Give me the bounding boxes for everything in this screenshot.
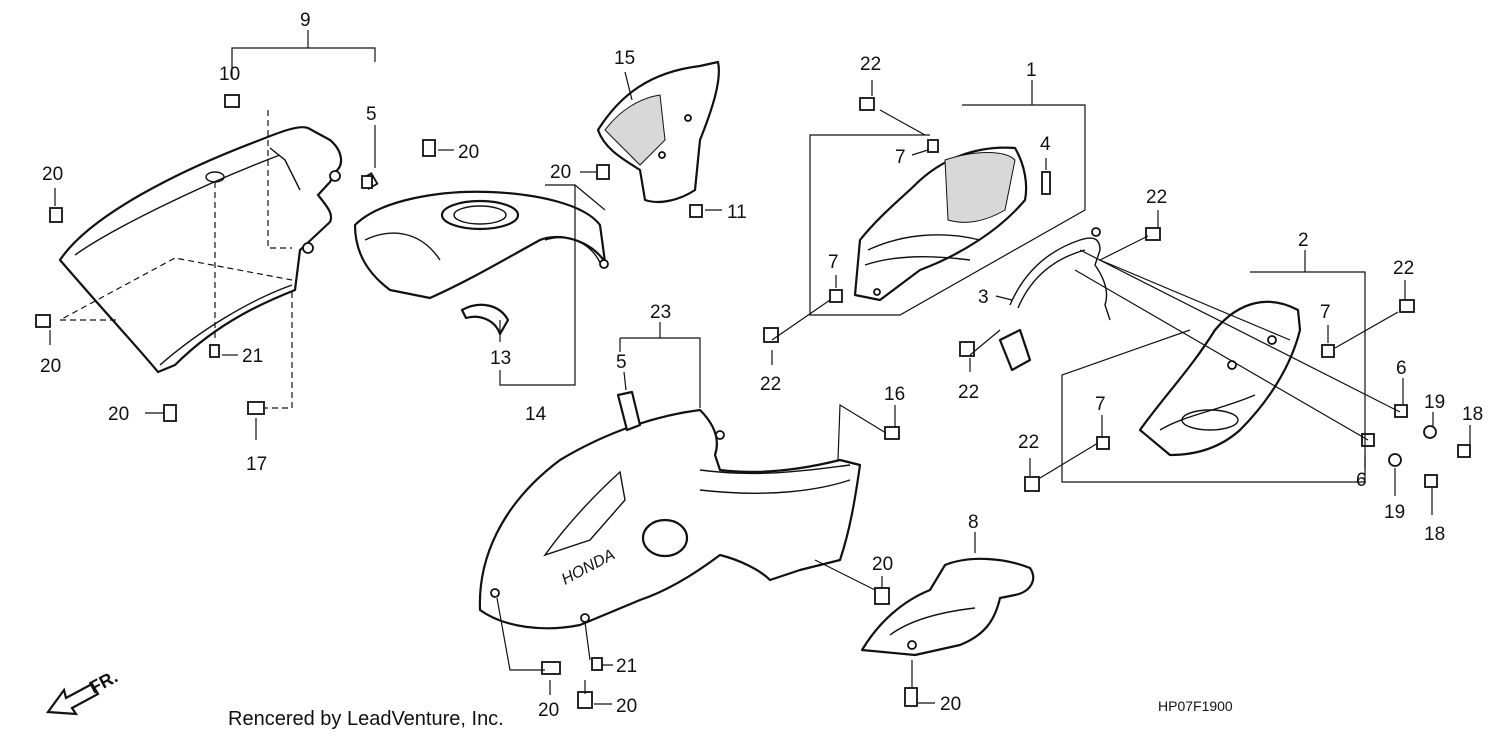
leader-cover-left-a bbox=[267, 110, 292, 249]
leader-22a bbox=[871, 80, 926, 136]
group-bracket-2 bbox=[1061, 250, 1366, 483]
callout-7: 7 bbox=[1095, 394, 1106, 415]
callout-5: 5 bbox=[366, 104, 377, 125]
callout-20: 20 bbox=[940, 694, 961, 715]
callout-19: 19 bbox=[1424, 392, 1445, 413]
callout-7: 7 bbox=[828, 252, 839, 273]
callout-6: 6 bbox=[1356, 470, 1367, 491]
leader-16 bbox=[837, 403, 896, 461]
callout-17: 17 bbox=[246, 454, 267, 475]
leader-side-ray-1 bbox=[1074, 249, 1401, 441]
callout-22: 22 bbox=[760, 374, 781, 395]
callout-15: 15 bbox=[614, 48, 635, 69]
callout-11: 11 bbox=[727, 202, 747, 223]
callout-21: 21 bbox=[242, 346, 263, 367]
leader-20h bbox=[496, 597, 551, 695]
seal-strip[interactable] bbox=[616, 390, 642, 432]
callout-22: 22 bbox=[860, 54, 881, 75]
callout-20: 20 bbox=[108, 404, 129, 425]
callout-7: 7 bbox=[1320, 302, 1331, 323]
render-credit: Rencered by LeadVenture, Inc. bbox=[228, 708, 504, 730]
leader-tank-group bbox=[499, 184, 606, 386]
callout-20: 20 bbox=[458, 142, 479, 163]
callout-23: 23 bbox=[650, 302, 671, 323]
side-cover-left[interactable] bbox=[58, 126, 343, 374]
group-bracket-9 bbox=[231, 30, 376, 78]
callout-7: 7 bbox=[895, 147, 906, 168]
leader-7d bbox=[1039, 415, 1103, 479]
group-bracket-23 bbox=[619, 322, 701, 408]
mounting-bracket[interactable] bbox=[998, 227, 1111, 372]
callout-22: 22 bbox=[958, 382, 979, 403]
diagram-code: HP07F1900 bbox=[1158, 698, 1233, 714]
callout-8: 8 bbox=[968, 512, 979, 533]
callout-13: 13 bbox=[490, 348, 511, 369]
callout-1: 1 bbox=[1026, 60, 1037, 81]
engine-side-cover[interactable] bbox=[1138, 300, 1302, 457]
callout-18: 18 bbox=[1462, 404, 1483, 425]
group-bracket-1 bbox=[809, 80, 1086, 316]
callout-22: 22 bbox=[1018, 432, 1039, 453]
callout-18: 18 bbox=[1424, 524, 1445, 545]
front-arrow-icon: FR. bbox=[45, 666, 121, 716]
callout-9: 9 bbox=[300, 10, 311, 31]
callout-2: 2 bbox=[1298, 230, 1309, 251]
leader-20f bbox=[814, 559, 883, 591]
callout-22: 22 bbox=[1146, 187, 1167, 208]
callout-3: 3 bbox=[978, 287, 989, 308]
leader-22e bbox=[1334, 280, 1406, 349]
callout-4: 4 bbox=[1040, 134, 1051, 155]
leader-20g bbox=[911, 660, 935, 704]
tank-seal[interactable] bbox=[460, 303, 510, 336]
callout-20: 20 bbox=[550, 162, 571, 183]
callout-14: 14 bbox=[525, 404, 547, 425]
leader-cover-left-d bbox=[265, 292, 293, 409]
callout-16: 16 bbox=[884, 384, 905, 405]
callout-19: 19 bbox=[1384, 502, 1405, 523]
callout-20: 20 bbox=[872, 554, 893, 575]
callout-20: 20 bbox=[40, 356, 61, 377]
leader-22d bbox=[1099, 210, 1159, 261]
air-duct[interactable] bbox=[853, 146, 1028, 302]
leader-cover-left-b bbox=[59, 257, 293, 321]
callout-20: 20 bbox=[538, 700, 559, 721]
leader-7a bbox=[911, 149, 929, 156]
callout-22: 22 bbox=[1393, 258, 1414, 279]
tank-cover[interactable] bbox=[353, 190, 609, 300]
leader-21b bbox=[584, 621, 613, 666]
inner-panel[interactable] bbox=[596, 60, 720, 204]
front-side-cover[interactable]: HONDA bbox=[478, 408, 862, 630]
leader-5b bbox=[623, 371, 627, 391]
callout-10: 10 bbox=[219, 64, 240, 85]
leader-22c bbox=[969, 329, 1001, 372]
step-guard[interactable] bbox=[860, 557, 1035, 657]
leader-3 bbox=[995, 295, 1013, 301]
callout-5: 5 bbox=[616, 352, 627, 373]
leader-22b bbox=[771, 299, 831, 365]
callout-21: 21 bbox=[616, 656, 637, 677]
leader-20i bbox=[584, 680, 612, 705]
callout-6: 6 bbox=[1396, 358, 1407, 379]
callout-20: 20 bbox=[616, 696, 637, 717]
leader-15 bbox=[624, 71, 633, 101]
callout-20: 20 bbox=[42, 164, 63, 185]
